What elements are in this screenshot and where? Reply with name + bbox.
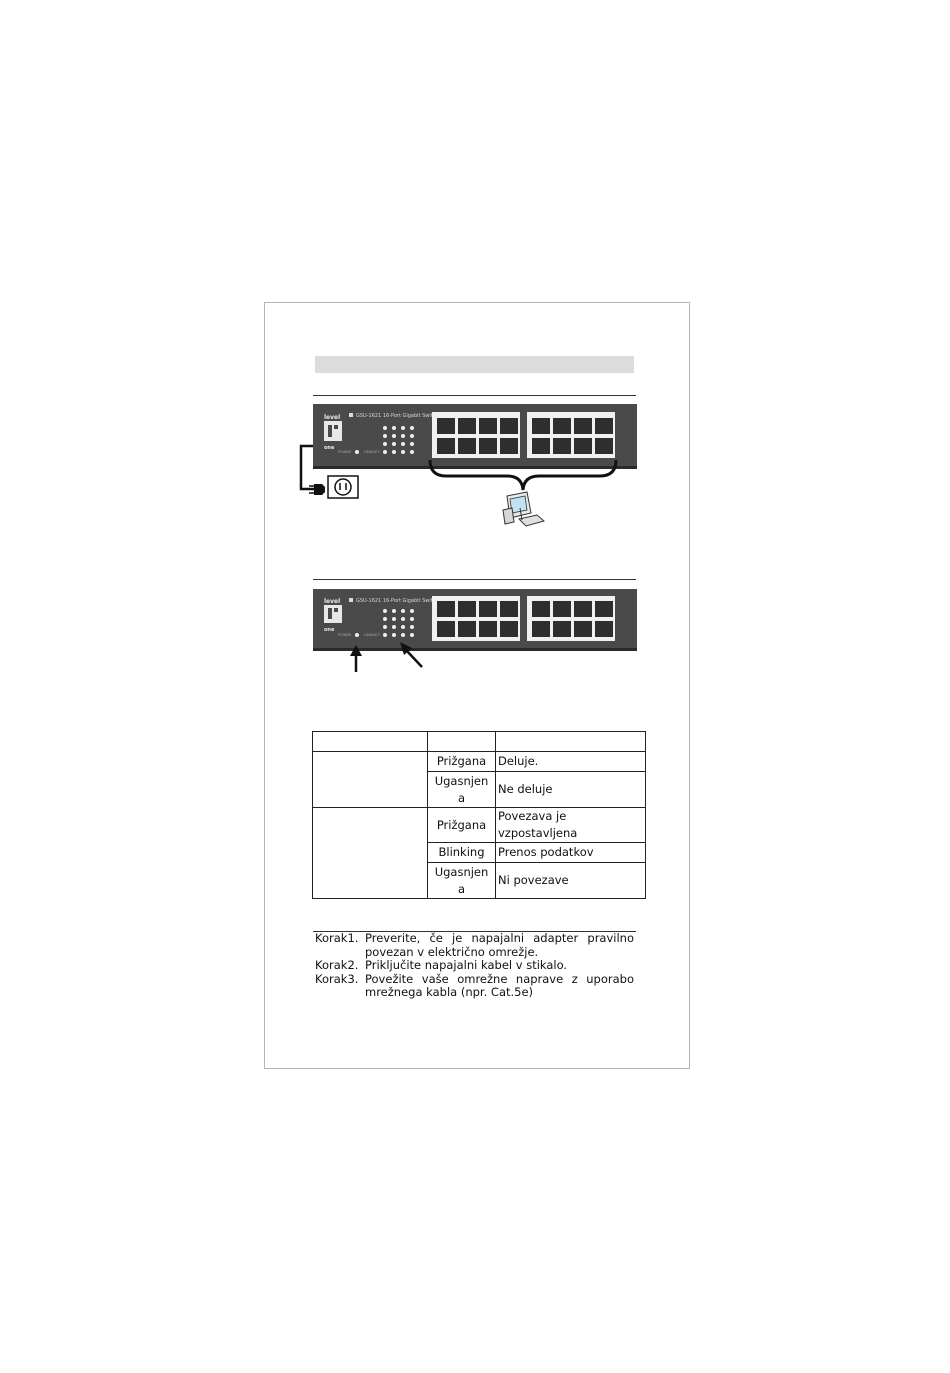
power-label: POWER bbox=[338, 450, 352, 454]
power-cable bbox=[299, 444, 316, 491]
led-state-cell: Ugasnjen a bbox=[427, 771, 496, 808]
section-rule-installation bbox=[313, 395, 636, 396]
led-state-cell: Prižgana bbox=[427, 751, 496, 772]
brand-logo-text: level bbox=[324, 414, 340, 421]
switch-illustration-2: level one GSU-1621 16-Port Gigabit Switc… bbox=[313, 589, 637, 651]
brand-logo-subtext: one bbox=[324, 627, 335, 633]
led-state-cell: Prižgana bbox=[427, 807, 496, 843]
step-text: Povežite vaše omrežne naprave z uporabo … bbox=[365, 971, 634, 1000]
led-state-cell: Blinking bbox=[427, 842, 496, 863]
led-meaning-cell: Deluje. bbox=[495, 751, 646, 772]
step-label: Korak3. bbox=[315, 971, 359, 986]
led-meaning-cell: Ne deluje bbox=[495, 771, 646, 808]
arrow-link-led-icon bbox=[400, 642, 423, 668]
section-rule-steps bbox=[313, 931, 636, 932]
table-header-cell bbox=[427, 731, 496, 752]
led-status-table: Prižgana Deluje. Ugasnjen a Ne deluje Pr… bbox=[312, 731, 646, 899]
port-block-right bbox=[527, 412, 615, 458]
port-block-right bbox=[527, 596, 615, 641]
section-rule-front-panel bbox=[313, 579, 636, 580]
model-text: GSU-1621 16-Port Gigabit Switch bbox=[356, 413, 439, 419]
table-row: Ugasnjen a Ni povezave bbox=[313, 862, 646, 899]
port-block-left bbox=[432, 596, 520, 641]
list-item: Korak2. Priključite napajalni kabel v st… bbox=[315, 959, 634, 973]
step-label: Korak1. bbox=[315, 931, 359, 945]
model-text: GSU-1621 16-Port Gigabit Switch bbox=[356, 598, 439, 604]
brand-logo-text: level bbox=[324, 598, 340, 605]
port-block-left bbox=[432, 412, 520, 458]
list-item: Korak3. Povežite vaše omrežne naprave z … bbox=[315, 971, 634, 1000]
table-header-cell bbox=[495, 731, 646, 752]
led-name-cell bbox=[312, 807, 428, 899]
link-label: LINK/ACT bbox=[364, 633, 381, 637]
port-bracket bbox=[428, 459, 618, 491]
computer-icon bbox=[502, 491, 546, 527]
plug-icon bbox=[309, 484, 325, 495]
switch-illustration-1: level one GSU-1621 16-Port Gigabit Switc… bbox=[313, 404, 637, 469]
led-meaning-cell: Ni povezave bbox=[495, 862, 646, 899]
led-meaning-cell: Povezava je vzpostavljena bbox=[495, 807, 646, 843]
power-label: POWER bbox=[338, 633, 352, 637]
wall-socket-icon bbox=[327, 475, 359, 499]
brand-logo-mark bbox=[324, 605, 342, 623]
power-led bbox=[355, 450, 359, 454]
step-text: Preverite, če je napajalni adapter pravi… bbox=[365, 931, 634, 959]
step-label: Korak2. bbox=[315, 958, 359, 973]
page-frame bbox=[264, 302, 690, 1069]
switch-base bbox=[313, 466, 637, 469]
step-text: Priključite napajalni kabel v stikalo. bbox=[365, 958, 568, 973]
led-state-cell: Ugasnjen a bbox=[427, 862, 496, 899]
table-row: Ugasnjen a Ne deluje bbox=[313, 771, 646, 808]
link-led-grid bbox=[383, 426, 414, 454]
brand-logo-mark bbox=[324, 421, 342, 441]
power-led bbox=[355, 633, 359, 637]
installation-steps: Korak1. Preverite, če je napajalni adapt… bbox=[315, 931, 634, 1000]
table-header-cell bbox=[312, 731, 428, 752]
switch-base bbox=[313, 648, 637, 651]
table-header-row bbox=[312, 731, 646, 752]
section-heading-bar bbox=[315, 356, 634, 373]
arrow-power-led-icon bbox=[350, 645, 362, 672]
list-item: Korak1. Preverite, če je napajalni adapt… bbox=[315, 931, 634, 959]
link-label: LINK/ACT bbox=[364, 450, 381, 454]
table-row: Prižgana Povezava je vzpostavljena bbox=[312, 807, 646, 899]
link-led-grid bbox=[383, 609, 414, 637]
led-meaning-cell: Prenos podatkov bbox=[495, 842, 646, 863]
brand-logo-subtext: one bbox=[324, 445, 335, 451]
table-row: Prižgana Deluje. bbox=[312, 751, 646, 808]
led-name-cell bbox=[312, 751, 428, 808]
